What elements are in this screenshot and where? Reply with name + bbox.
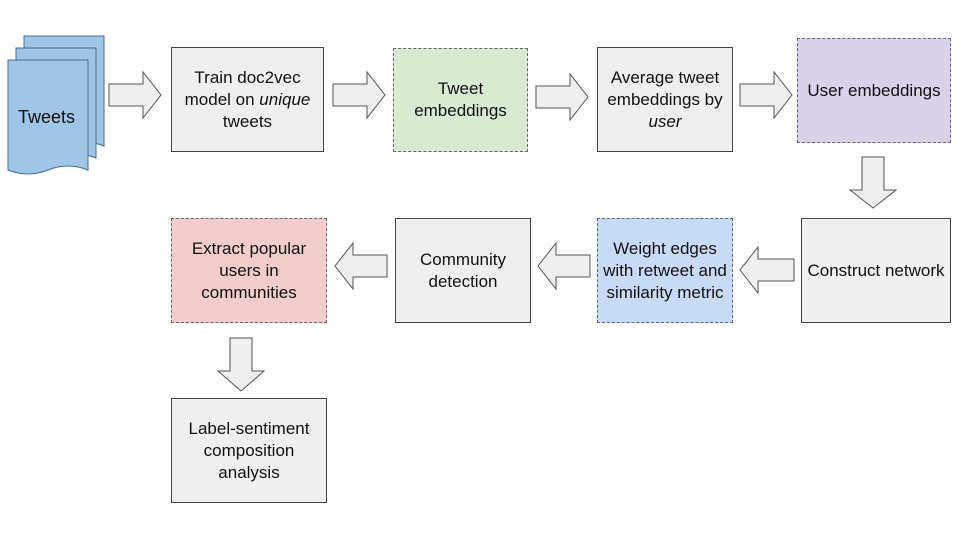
arrow-left	[739, 245, 795, 295]
user-embeddings-text: User embeddings	[807, 80, 941, 100]
arrow-right	[108, 70, 162, 120]
average-text-pre: Average tweet embeddings by	[607, 67, 723, 109]
construct-network-text: Construct network	[807, 260, 945, 280]
arrow-left	[334, 241, 388, 291]
user-embeddings-box: User embeddings	[797, 38, 951, 143]
weight-edges-text: Weight edges with retweet and similarity…	[603, 238, 727, 302]
train-text-post: tweets	[222, 111, 273, 131]
train-doc2vec-box: Train doc2vec model on unique tweets	[171, 47, 324, 152]
arrow-right	[332, 70, 386, 120]
train-text-emphasis: unique	[259, 89, 311, 109]
label-sentiment-text: Label-sentiment composition analysis	[188, 418, 310, 482]
average-embeddings-box: Average tweet embeddings by user	[597, 47, 733, 152]
label-sentiment-box: Label-sentiment composition analysis	[171, 398, 327, 503]
train-text-pre: Train doc2vec model on	[184, 67, 301, 109]
community-detection-box: Community detection	[395, 218, 531, 323]
tweet-embeddings-box: Tweet embeddings	[393, 48, 528, 152]
tweets-label: Tweets	[18, 107, 76, 127]
average-embeddings-text: Average tweet embeddings by user	[598, 67, 732, 133]
community-detection-text: Community detection	[420, 249, 506, 291]
extract-popular-users-box: Extract popular users in communities	[171, 218, 327, 323]
arrow-left	[537, 241, 591, 291]
weight-edges-box: Weight edges with retweet and similarity…	[597, 218, 733, 323]
document-stack-icon	[7, 35, 105, 175]
tweet-embeddings-text: Tweet embeddings	[414, 79, 507, 120]
arrow-right	[535, 72, 589, 122]
arrow-down	[216, 337, 266, 392]
train-doc2vec-text: Train doc2vec model on unique tweets	[172, 67, 323, 133]
arrow-down	[848, 156, 898, 209]
arrow-right	[739, 70, 793, 120]
extract-popular-users-text: Extract popular users in communities	[191, 238, 307, 302]
construct-network-box: Construct network	[801, 218, 951, 323]
average-text-emphasis: user	[648, 111, 682, 131]
